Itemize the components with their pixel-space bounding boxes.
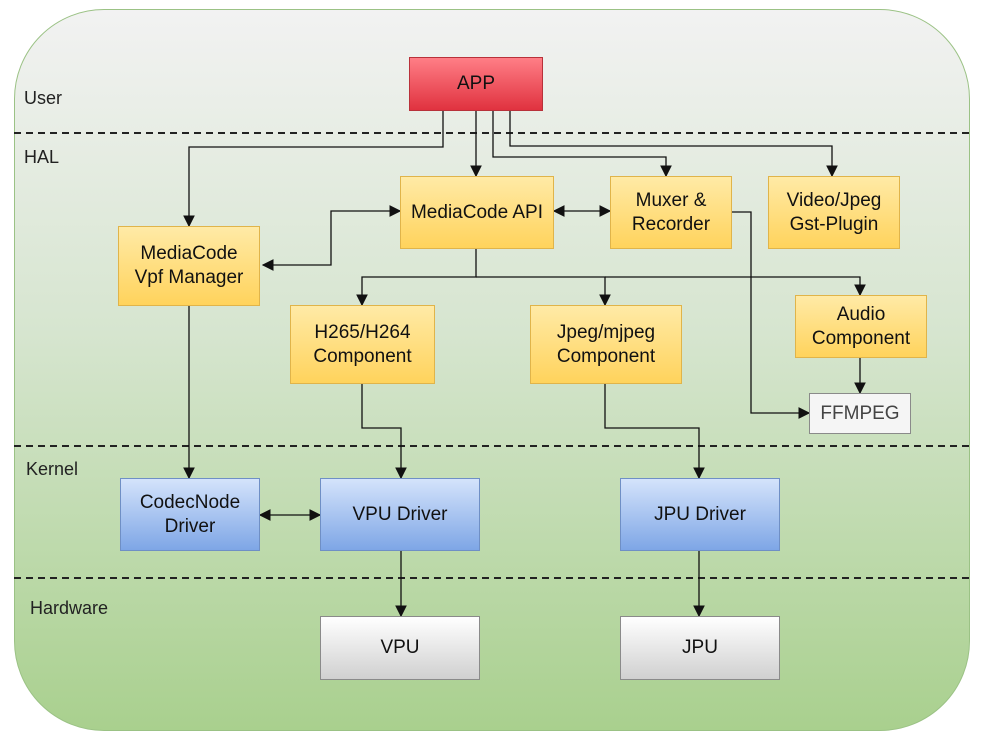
vpf-manager-box: MediaCode Vpf Manager xyxy=(118,226,260,306)
edge-app-gst-plugin xyxy=(509,111,838,178)
gst-plugin-box: Video/Jpeg Gst-Plugin xyxy=(768,176,900,249)
jpu-driver-box: JPU Driver xyxy=(620,478,780,551)
edge-jpeg-jpu-driver xyxy=(604,384,705,480)
edge-api-jpeg xyxy=(476,276,611,307)
codecnode-driver-box: CodecNode Driver xyxy=(120,478,260,551)
edge-h265-vpu-driver xyxy=(361,384,407,480)
vpu-driver-box: VPU Driver xyxy=(320,478,480,551)
layer-label-hardware: Hardware xyxy=(30,598,109,618)
jpeg-component-box: Jpeg/mjpeg Component xyxy=(530,305,682,384)
edge-muxer-ffmpeg xyxy=(732,211,811,419)
edge-api-h265 xyxy=(356,249,477,307)
layer-label-user: User xyxy=(24,88,63,108)
edge-app-vpf-manager xyxy=(183,111,444,228)
edge-api-vpf-manager xyxy=(261,205,402,271)
vpu-box: VPU xyxy=(320,616,480,680)
muxer-recorder-box: Muxer & Recorder xyxy=(610,176,732,249)
layer-label-hal: HAL xyxy=(24,147,60,167)
layer-label-kernel: Kernel xyxy=(26,459,79,479)
edge-app-muxer xyxy=(492,111,672,178)
jpu-box: JPU xyxy=(620,616,780,680)
audio-component-box: Audio Component xyxy=(795,295,927,358)
mediacode-api-box: MediaCode API xyxy=(400,176,554,249)
diagram-background xyxy=(14,9,970,731)
h265-component-box: H265/H264 Component xyxy=(290,305,435,384)
app-box: APP xyxy=(409,57,543,111)
edge-api-audio xyxy=(605,276,866,297)
ffmpeg-box: FFMPEG xyxy=(809,393,911,434)
